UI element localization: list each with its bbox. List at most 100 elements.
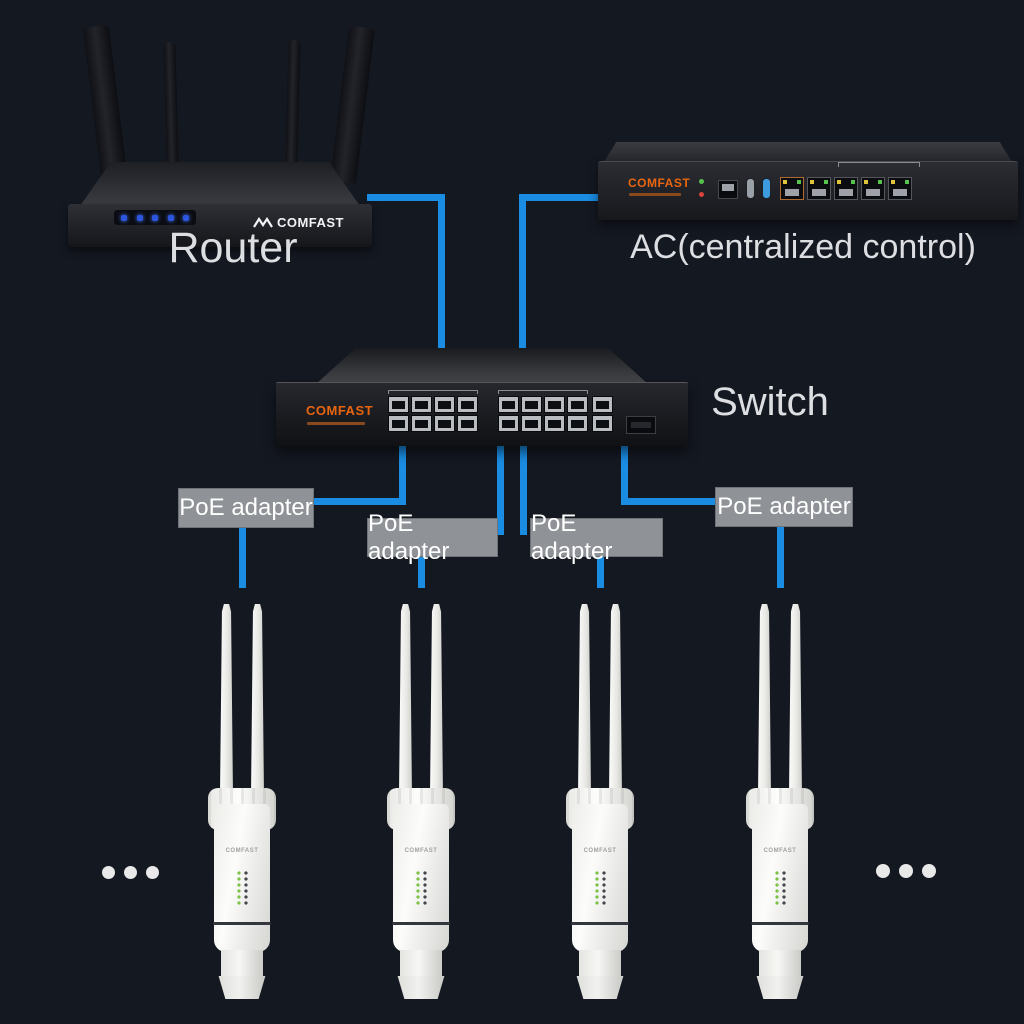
rj45-port <box>388 396 409 413</box>
cable-poe2-ap2 <box>418 552 425 588</box>
ap-brand-text: COMFAST <box>583 848 617 854</box>
ac-lan-port <box>861 177 885 200</box>
switch-front-panel: COMFAST <box>276 382 688 446</box>
comfast-mountain-icon <box>253 217 273 228</box>
dot-icon <box>876 864 890 878</box>
router-brand: COMFAST <box>253 215 344 230</box>
rj45-port <box>457 415 478 432</box>
cable-switch-poe4-h <box>621 498 720 505</box>
dot-icon <box>102 866 115 879</box>
switch-brand-text: COMFAST <box>306 403 374 418</box>
cable-switch-poe4-v <box>621 440 628 505</box>
router-antenna-inner-left <box>163 41 179 179</box>
ac-lan-port <box>807 177 831 200</box>
router-status-led <box>121 214 127 221</box>
cable-poe4-ap4 <box>777 521 784 588</box>
cable-ac-switch-v <box>519 194 526 356</box>
rj45-port <box>544 415 565 432</box>
port-bank-label-line <box>388 390 478 394</box>
router-status-led <box>167 214 174 221</box>
cable-switch-poe3-v <box>520 440 527 535</box>
port-bank-label-line <box>498 390 588 394</box>
ap-antenna-right <box>789 604 802 796</box>
ac-front-panel: COMFAST <box>598 161 1018 220</box>
rj45-port <box>388 415 409 432</box>
router-brand-text: COMFAST <box>276 215 344 230</box>
cable-router-switch-v <box>438 194 445 356</box>
rj45-port <box>411 396 432 413</box>
ap-neck <box>759 950 801 978</box>
ac-controller-device: COMFAST <box>598 142 1018 222</box>
ap-antenna-right <box>609 604 622 796</box>
rj45-port <box>592 396 613 413</box>
rj45-port <box>521 396 542 413</box>
dot-icon <box>124 866 137 879</box>
switch-brand-subtext-bar <box>307 422 365 425</box>
router-antenna-outer-left <box>82 24 128 185</box>
ap-antenna-left <box>578 604 591 796</box>
switch-port-bank-2 <box>498 396 588 432</box>
switch-brand: COMFAST <box>306 403 373 418</box>
ac-label: AC(centralized control) <box>630 228 976 266</box>
ap-antenna-left <box>399 604 412 796</box>
cable-switch-poe2-v <box>497 440 504 535</box>
ap-neck <box>400 950 442 978</box>
rj45-port <box>411 415 432 432</box>
ac-lan-port <box>834 177 858 200</box>
ac-wan-port <box>780 177 804 200</box>
rj45-port <box>544 396 565 413</box>
ap-foot <box>756 976 804 999</box>
ap-brand-text: COMFAST <box>225 848 259 854</box>
ellipsis-right <box>876 864 936 878</box>
router-antenna-outer-right <box>330 25 375 184</box>
ac-lan-port <box>888 177 912 200</box>
ac-brand-text: COMFAST <box>628 176 691 190</box>
access-point-4: COMFAST <box>746 604 814 999</box>
access-point-3: COMFAST <box>566 604 634 999</box>
router-device: COMFAST <box>68 14 375 264</box>
cable-switch-poe1-h <box>306 498 406 505</box>
rj45-port <box>592 415 613 432</box>
switch-port-bank-1 <box>388 396 478 432</box>
router-top-panel <box>80 162 360 206</box>
router-antenna-inner-right <box>285 39 301 177</box>
ap-led-panel <box>235 870 249 906</box>
router-status-led <box>136 214 143 221</box>
poe-adapter-label-4: PoE adapter <box>715 487 853 527</box>
cable-ac-switch-h <box>519 194 600 201</box>
ap-led-panel <box>773 870 787 906</box>
cable-router-switch-h <box>367 194 445 201</box>
ac-top-panel <box>604 142 1012 162</box>
ap-foot <box>397 976 445 999</box>
cable-poe1-ap1 <box>239 522 246 588</box>
port-group-bracket <box>838 162 920 167</box>
ap-antenna-right <box>251 604 264 796</box>
rj45-port <box>567 396 588 413</box>
rj45-port <box>457 396 478 413</box>
ap-antenna-left <box>758 604 771 796</box>
ac-usb-port <box>746 178 755 199</box>
rj45-port <box>521 415 542 432</box>
ap-led-panel <box>414 870 428 906</box>
switch-uplink-ports <box>592 396 613 432</box>
ap-foot <box>218 976 266 999</box>
router-label: Router <box>168 224 298 272</box>
ap-brand-text: COMFAST <box>763 848 797 854</box>
rj45-port <box>498 415 519 432</box>
ac-alarm-led <box>699 192 704 197</box>
poe-adapter-label-1: PoE adapter <box>178 488 314 528</box>
poe-switch-device: COMFAST <box>276 348 688 448</box>
ap-led-panel <box>593 870 607 906</box>
ap-seam <box>392 922 450 925</box>
cable-switch-poe1-v <box>399 440 406 505</box>
ap-foot <box>576 976 624 999</box>
router-led-strip <box>114 210 196 225</box>
dot-icon <box>146 866 159 879</box>
router-front-panel: COMFAST <box>68 204 372 247</box>
ap-seam <box>571 922 629 925</box>
access-point-1: COMFAST <box>208 604 276 999</box>
ac-brand-subtext-bar <box>629 193 681 196</box>
ap-seam <box>751 922 809 925</box>
ac-power-led <box>699 179 704 184</box>
